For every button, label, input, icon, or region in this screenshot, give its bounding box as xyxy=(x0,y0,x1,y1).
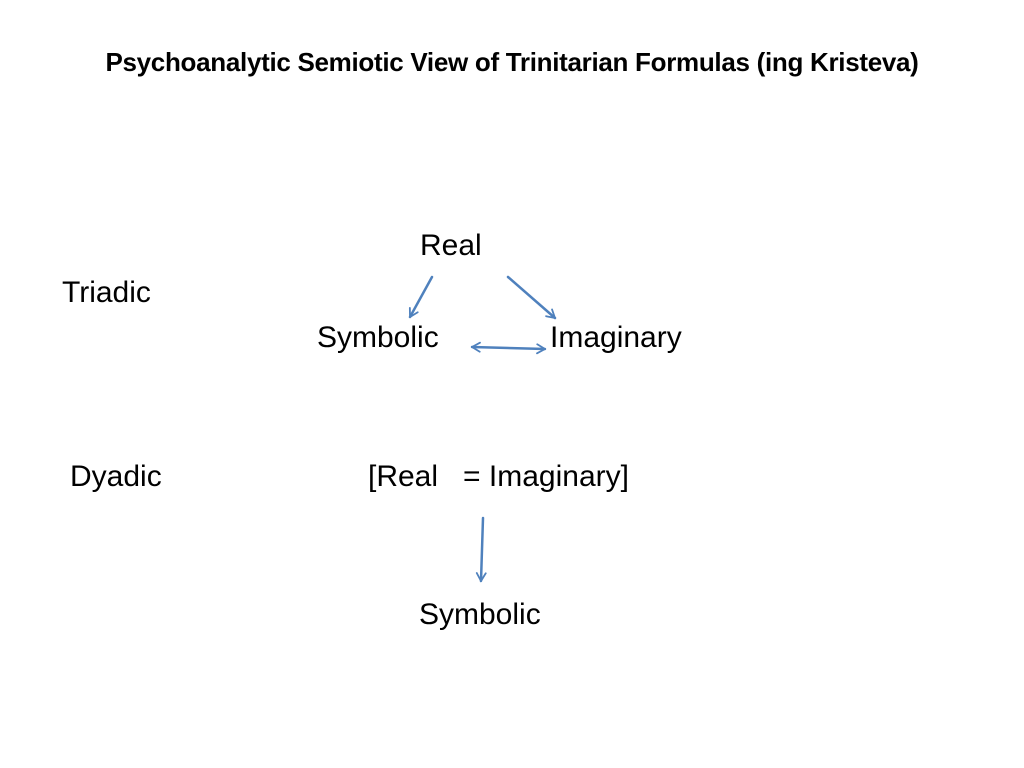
dyadic-symbolic: Symbolic xyxy=(419,598,541,631)
dyadic-formula: [Real = Imaginary] xyxy=(368,460,629,493)
triadic-real: Real xyxy=(420,229,482,262)
dyadic-label: Dyadic xyxy=(70,460,162,493)
arrow-real-to-imaginary xyxy=(506,275,557,320)
arrow-formula-to-symbolic xyxy=(475,516,487,583)
arrow-real-to-symbolic xyxy=(408,275,434,319)
triadic-symbolic: Symbolic xyxy=(317,321,439,354)
triadic-imaginary: Imaginary xyxy=(550,321,682,354)
slide-title: Psychoanalytic Semiotic View of Trinitar… xyxy=(105,47,919,77)
triadic-label: Triadic xyxy=(62,276,151,309)
arrow-symbolic-imaginary xyxy=(470,341,547,355)
